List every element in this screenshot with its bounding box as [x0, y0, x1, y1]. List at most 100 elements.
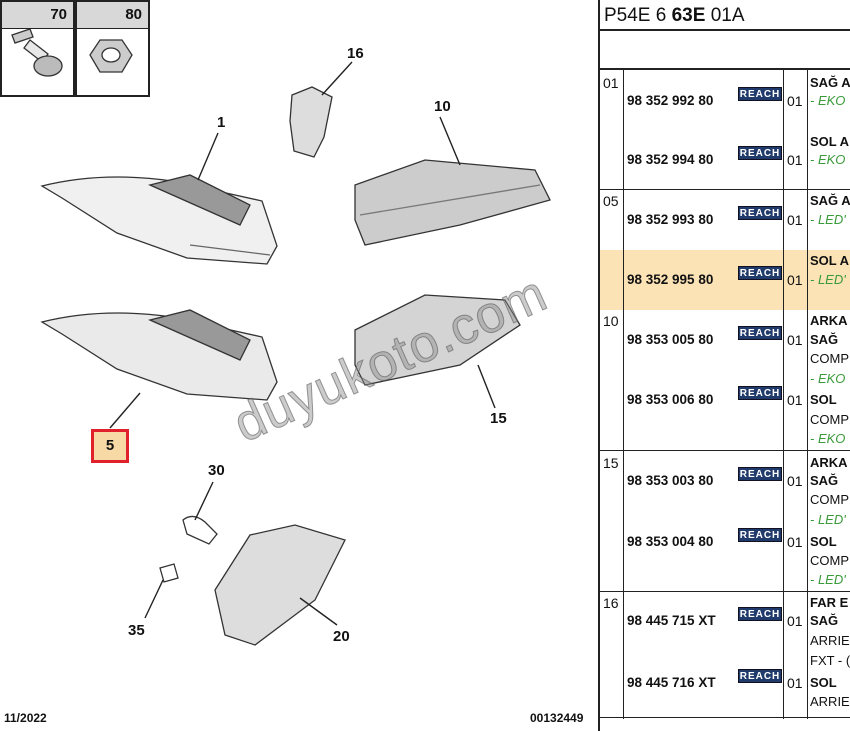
- nut-icon: [89, 39, 133, 73]
- bracket-part-16: [289, 86, 333, 158]
- reach-badge: REACH: [738, 467, 782, 481]
- description-line: - LED': [810, 272, 846, 287]
- table-row-group: [600, 592, 850, 718]
- reach-badge: REACH: [738, 669, 782, 683]
- exploded-parts-diagram: 70 80 16 1 10 5 15 30 35 20 duyukoto.com…: [0, 0, 584, 725]
- callout-30[interactable]: 30: [208, 462, 225, 479]
- bulb-part-35: [159, 563, 179, 583]
- diagram-date: 11/2022: [4, 711, 47, 725]
- description-line: FXT - (: [810, 653, 850, 668]
- quantity: 01: [787, 392, 803, 408]
- description-line: SAĞ A: [810, 193, 850, 208]
- divider: [623, 70, 624, 719]
- description-line: FAR E: [810, 595, 849, 610]
- description-line: ARRIE: [810, 694, 850, 709]
- callout-10[interactable]: 10: [434, 98, 451, 115]
- ref-number: 10: [603, 313, 619, 329]
- part-number[interactable]: 98 353 003 80: [627, 473, 714, 488]
- part-number[interactable]: 98 352 993 80: [627, 212, 714, 227]
- description-line: SAĞ: [810, 473, 839, 488]
- ref-number: 01: [603, 75, 619, 91]
- description-line: SOL: [810, 675, 837, 690]
- ref-number: 15: [603, 455, 619, 471]
- description-line: SOL A: [810, 134, 850, 149]
- part-number[interactable]: 98 445 716 XT: [627, 675, 716, 690]
- quantity: 01: [787, 613, 803, 629]
- reach-badge: REACH: [738, 266, 782, 280]
- description-line: SOL A: [810, 253, 850, 268]
- part-number[interactable]: 98 352 992 80: [627, 93, 714, 108]
- quantity: 01: [787, 473, 803, 489]
- divider: [807, 70, 808, 719]
- fastener-box-70: 70: [0, 0, 75, 97]
- description-line: COMP: [810, 553, 849, 568]
- diagram-ref-number: 00132449: [530, 711, 584, 725]
- description-line: ARKA: [810, 455, 848, 470]
- fastener-number: 80: [77, 2, 148, 29]
- table-header: [600, 31, 850, 70]
- reach-badge: REACH: [738, 146, 782, 160]
- description-line: COMP: [810, 412, 849, 427]
- description-line: - LED': [810, 212, 846, 227]
- description-line: COMP: [810, 492, 849, 507]
- description-line: - LED': [810, 572, 846, 587]
- quantity: 01: [787, 534, 803, 550]
- description-line: SAĞ A: [810, 75, 850, 90]
- reach-badge: REACH: [738, 607, 782, 621]
- description-line: - EKO: [810, 431, 846, 446]
- reach-badge: REACH: [738, 87, 782, 101]
- table-row-group: [600, 310, 850, 451]
- reach-badge: REACH: [738, 528, 782, 542]
- quantity: 01: [787, 675, 803, 691]
- screw-icon: [11, 28, 63, 77]
- lamp-part-20: [214, 524, 346, 646]
- description-line: SOL: [810, 392, 837, 407]
- description-line: - EKO: [810, 93, 846, 108]
- title-part: 63E: [671, 5, 706, 26]
- divider: [783, 70, 784, 719]
- ref-number: 05: [603, 193, 619, 209]
- callout-1[interactable]: 1: [217, 114, 226, 131]
- callout-20[interactable]: 20: [333, 628, 350, 645]
- tail-lamp-part-15: [354, 294, 521, 386]
- description-line: ARRIE: [810, 633, 850, 648]
- reach-badge: REACH: [738, 326, 782, 340]
- description-line: COMP: [810, 351, 849, 366]
- table-row-group: [600, 451, 850, 592]
- bulb-part-30: [182, 515, 218, 545]
- tail-lamp-part-10: [354, 159, 551, 246]
- selected-row-highlight: [600, 250, 850, 310]
- description-line: - EKO: [810, 152, 846, 167]
- description-line: - LED': [810, 512, 846, 527]
- reach-badge: REACH: [738, 386, 782, 400]
- part-number[interactable]: 98 353 004 80: [627, 534, 714, 549]
- table-row-group: [600, 70, 850, 190]
- part-number[interactable]: 98 352 995 80: [627, 272, 714, 287]
- part-number[interactable]: 98 353 005 80: [627, 332, 714, 347]
- quantity: 01: [787, 212, 803, 228]
- description-line: SAĞ: [810, 332, 839, 347]
- quantity: 01: [787, 93, 803, 109]
- callout-35[interactable]: 35: [128, 622, 145, 639]
- part-number[interactable]: 98 352 994 80: [627, 152, 714, 167]
- title-part: 01A: [705, 5, 745, 26]
- leader-lines: [109, 61, 496, 626]
- description-line: SAĞ: [810, 613, 839, 628]
- callout-15[interactable]: 15: [490, 410, 507, 427]
- description-line: SOL: [810, 534, 837, 549]
- description-line: ARKA: [810, 313, 848, 328]
- callout-16[interactable]: 16: [347, 45, 364, 62]
- callout-5-selected[interactable]: 5: [91, 429, 129, 463]
- part-number[interactable]: 98 353 006 80: [627, 392, 714, 407]
- part-number[interactable]: 98 445 715 XT: [627, 613, 716, 628]
- lamp-illustrations: [11, 28, 551, 646]
- fastener-number: 70: [2, 2, 73, 29]
- reach-badge: REACH: [738, 206, 782, 220]
- quantity: 01: [787, 272, 803, 288]
- title-part: P54E 6: [604, 5, 672, 26]
- description-line: - EKO: [810, 371, 846, 386]
- quantity: 01: [787, 332, 803, 348]
- quantity: 01: [787, 152, 803, 168]
- page-title: P54E 6 63E 01A: [600, 0, 850, 31]
